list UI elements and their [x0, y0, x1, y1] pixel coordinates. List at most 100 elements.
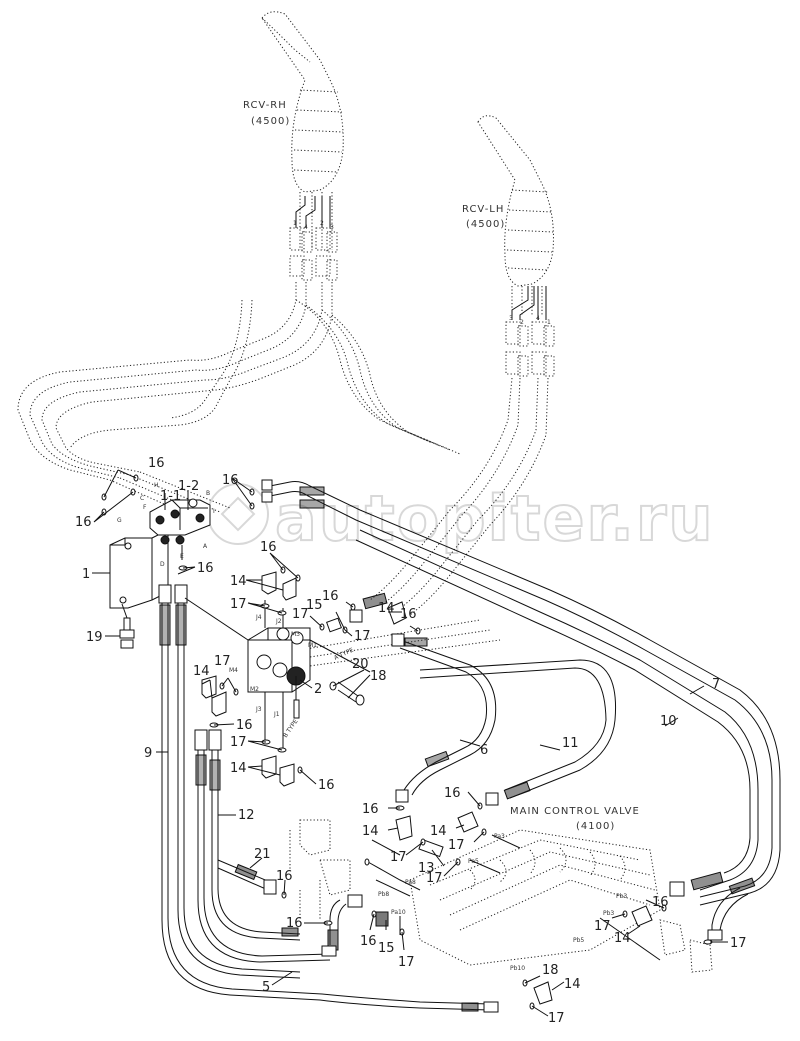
mark-f: F — [143, 504, 147, 511]
callout-16: 17 — [548, 1011, 565, 1026]
callout-16: 16 — [75, 515, 92, 530]
callout-17: 17 — [292, 607, 309, 622]
rcv-lh-port-2: 2 — [520, 319, 524, 326]
callout-16: 16 — [400, 607, 417, 622]
callout-1-2: 1-2 — [178, 479, 199, 494]
rcv-rh-port-4: 4 — [304, 224, 308, 231]
rcv-lh-port-3: 3 — [509, 315, 513, 322]
callout-20: 20 — [352, 657, 369, 672]
callout-5: 5 — [262, 980, 270, 995]
callout-10: 10 — [660, 714, 677, 729]
mark-j3: J3 — [255, 706, 262, 713]
hose-11 — [419, 659, 617, 806]
straight-fittings — [326, 592, 444, 927]
port-pb3-alt: Pb3 — [616, 893, 627, 900]
port-pa10: Pa10 — [391, 909, 406, 916]
callout-16: 16 — [362, 802, 379, 817]
callout-7: 7 — [712, 677, 720, 692]
rcv-rh-port-1: 1 — [293, 220, 297, 227]
watermark: autopiter.ru — [207, 481, 714, 556]
callout-13: 13 — [418, 861, 435, 876]
mark-i: I — [213, 508, 215, 515]
mark-h: H — [154, 482, 159, 489]
hose-9-12-group — [158, 584, 499, 1013]
callout-16: 16 — [236, 718, 253, 733]
callout-2: 2 — [314, 682, 322, 697]
callout-16: 16 — [652, 895, 669, 910]
bolt-18-washer-20 — [309, 639, 371, 706]
callout-16: 16 — [322, 589, 339, 604]
callout-16: 17 — [730, 936, 747, 951]
leader-lines — [92, 469, 728, 1017]
hose-21 — [217, 859, 277, 895]
callout-16: 16 — [222, 473, 239, 488]
mark-m4: M4 — [229, 667, 238, 674]
mark-j4: J4 — [255, 614, 262, 621]
port-pa8: Pa8 — [405, 879, 416, 886]
port-pb10: Pb10 — [510, 965, 525, 972]
rcv-rh-code: (4500) — [251, 116, 290, 127]
callout-16: 16 — [260, 540, 277, 555]
callout-17: 17 — [214, 654, 231, 669]
rcv-rh-label: RCV-RH — [243, 100, 287, 111]
callout-17: 17 — [230, 735, 247, 750]
mark-m3: M3 — [291, 631, 300, 638]
mark-b-type: B TYPE — [282, 718, 300, 739]
callout-18: 18 — [370, 669, 387, 684]
callout-14: 14 — [362, 824, 379, 839]
bolt-19 — [119, 603, 135, 649]
port-pb5: Pb5 — [573, 937, 584, 944]
callout-16: 16 — [148, 456, 165, 471]
mark-j2: J2 — [275, 618, 282, 625]
rcv-rh-joystick: 1 4 2 3 — [261, 11, 344, 281]
o-rings — [101, 474, 713, 1010]
callout-16: 16 — [276, 869, 293, 884]
callout-17: 18 — [542, 963, 559, 978]
callout-17: 17 — [448, 838, 465, 853]
rcv-lh-port-4: 4 — [536, 315, 540, 322]
mark-m2: M2 — [250, 686, 259, 693]
mark-j1: J1 — [273, 711, 280, 718]
callout-14: 14 — [378, 601, 395, 616]
callout-9: 9 — [144, 746, 152, 761]
callout-14: 14 — [430, 824, 447, 839]
callout-17: 17 — [230, 597, 247, 612]
callout-15: 15 — [306, 598, 323, 613]
callout-14: 14 — [230, 761, 247, 776]
rcv-lh-code: (4500) — [466, 219, 505, 230]
mark-e: E — [180, 553, 184, 560]
mark-m1: M1 — [308, 642, 317, 649]
callout-16: 16 — [360, 934, 377, 949]
rcv-rh-fittings — [289, 227, 338, 281]
hose-6 — [391, 633, 497, 803]
rcv-lh-fittings — [505, 321, 555, 377]
callout-16: 16 — [197, 561, 214, 576]
callout-17: 17 — [354, 629, 371, 644]
callout-14: 14 — [564, 977, 581, 992]
callout-16: 16 — [286, 916, 303, 931]
callout-16: 16 — [318, 778, 335, 793]
callout-21: 21 — [254, 847, 271, 862]
mark-b: B — [206, 490, 210, 497]
mark-d: D — [160, 561, 165, 568]
hose-lower-block — [321, 894, 363, 957]
main-control-valve — [289, 819, 713, 973]
mark-c: C — [140, 495, 144, 502]
port-pb3: Pb3 — [603, 910, 614, 917]
callout-1-1: 1-1 — [160, 489, 181, 504]
callout-12: 12 — [238, 808, 255, 823]
callout-14: 14 — [230, 574, 247, 589]
callout-17: 17 — [594, 919, 611, 934]
mcv-code: (4100) — [576, 821, 615, 832]
control-block-2 — [184, 597, 311, 750]
mark-g: G — [117, 517, 122, 524]
port-marks: Pa3 Pa5 Pa8 Pb8 Pa10 Pb10 Pb3 Pb5 Pb3 — [378, 833, 627, 972]
callout-17: 17 — [390, 850, 407, 865]
callout-17: 17 — [398, 955, 415, 970]
port-leader-lines — [367, 834, 661, 961]
rcv-rh-port-3: 3 — [330, 224, 334, 231]
port-pa3: Pa3 — [494, 833, 505, 840]
callout-16: 16 — [444, 786, 461, 801]
callout-17: 17 — [426, 871, 443, 886]
